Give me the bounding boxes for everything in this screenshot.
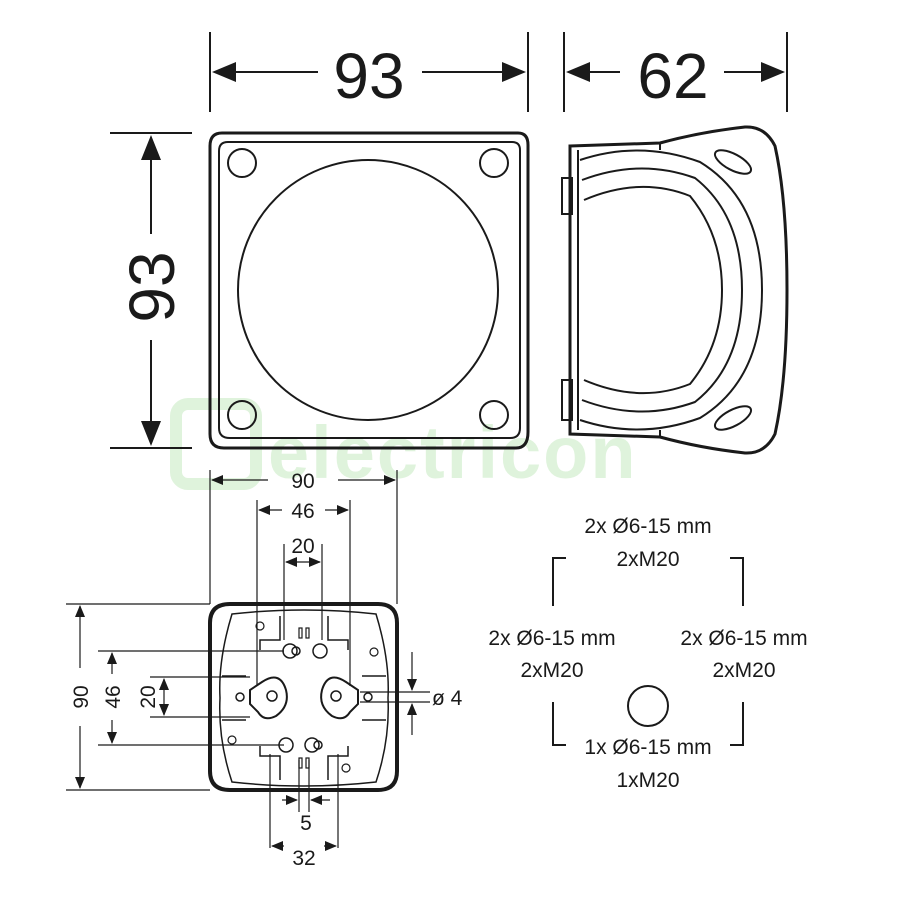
label-side-depth: 62	[637, 40, 708, 112]
label-base-height: 90	[70, 685, 93, 708]
label-base-width: 90	[291, 470, 314, 493]
label-hole-diameter: ø 4	[432, 687, 463, 710]
dim-front-width: 93	[209, 32, 529, 112]
side-view	[561, 125, 789, 455]
label-front-width: 93	[333, 40, 404, 112]
cable-entry-diagram: 2x Ø6-15 mm 2xM20 2x Ø6-15 mm 2xM20 2x Ø…	[488, 515, 807, 792]
label-front-height: 93	[116, 251, 188, 322]
dim-slot-width: 5	[282, 760, 330, 835]
label-slot-span: 32	[292, 847, 315, 870]
entry-top-line1: 2x Ø6-15 mm	[584, 515, 711, 538]
watermark: electricon	[170, 398, 638, 494]
dim-base-width: 90	[209, 470, 398, 604]
entry-right-line2: 2xM20	[712, 659, 775, 682]
dim-side-depth: 62	[563, 32, 788, 112]
label-hole-span-46-top: 46	[291, 500, 314, 523]
front-lid-circle	[237, 159, 499, 421]
entry-bottom-line2: 1xM20	[616, 769, 679, 792]
dim-hole-span-20-left: 20	[137, 676, 250, 718]
dim-hole-span-46-left: 46	[98, 650, 284, 746]
watermark-text: electricon	[268, 411, 638, 494]
entry-bottom-line1: 1x Ø6-15 mm	[584, 736, 711, 759]
base-view	[208, 602, 399, 792]
front-screw-hole-br	[479, 400, 509, 430]
label-hole-span-20-top: 20	[291, 535, 314, 558]
label-slot-width: 5	[300, 812, 312, 835]
dim-slot-span: 32	[269, 754, 339, 870]
label-hole-span-46-left: 46	[102, 685, 125, 708]
entry-right-line1: 2x Ø6-15 mm	[680, 627, 807, 650]
front-view	[208, 131, 530, 450]
front-screw-hole-tl	[227, 148, 257, 178]
front-screw-hole-bl	[227, 400, 257, 430]
entry-hole-circle	[627, 685, 669, 727]
dim-front-height: 93	[110, 132, 192, 449]
dim-hole-span-20-top: 20	[283, 535, 323, 640]
entry-left-line1: 2x Ø6-15 mm	[488, 627, 615, 650]
dim-hole-span-46-top: 46	[256, 500, 351, 686]
front-screw-hole-tr	[479, 148, 509, 178]
dim-base-height: 90	[66, 603, 210, 791]
dim-hole-diameter: ø 4	[360, 652, 463, 735]
entry-top-line2: 2xM20	[616, 548, 679, 571]
entry-left-line2: 2xM20	[520, 659, 583, 682]
label-hole-span-20-left: 20	[137, 685, 160, 708]
